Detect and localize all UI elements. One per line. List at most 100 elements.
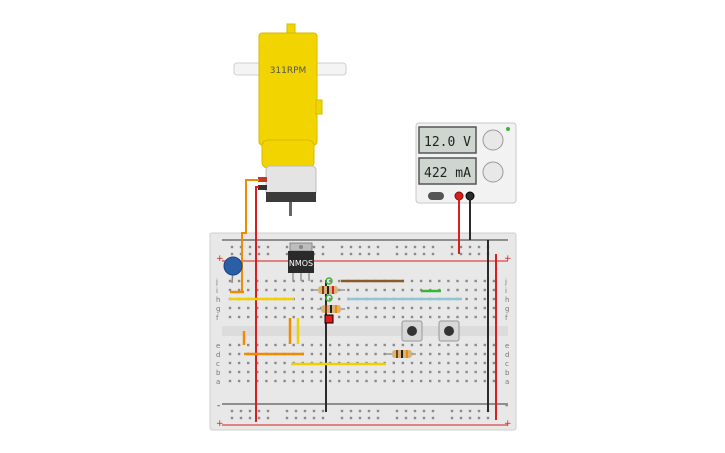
breadboard-hole[interactable] [247, 343, 250, 347]
resistor-3[interactable] [386, 350, 416, 358]
breadboard-hole[interactable] [419, 306, 423, 310]
breadboard-hole[interactable] [301, 279, 304, 283]
breadboard-hole[interactable] [248, 416, 252, 420]
breadboard-hole[interactable] [447, 343, 450, 347]
breadboard-hole[interactable] [483, 361, 486, 365]
breadboard-hole[interactable] [292, 315, 295, 319]
breadboard-hole[interactable] [365, 288, 368, 292]
breadboard-hole[interactable] [483, 352, 486, 356]
breadboard-hole[interactable] [422, 416, 426, 420]
breadboard-hole[interactable] [456, 279, 459, 283]
breadboard-hole[interactable] [338, 352, 341, 356]
breadboard-hole[interactable] [247, 379, 250, 383]
breadboard-hole[interactable] [395, 409, 399, 413]
breadboard-hole[interactable] [483, 370, 486, 374]
breadboard-hole[interactable] [410, 379, 414, 383]
breadboard-hole[interactable] [374, 379, 377, 383]
breadboard-hole[interactable] [237, 379, 241, 383]
breadboard-hole[interactable] [310, 370, 314, 374]
breadboard-hole[interactable] [374, 370, 377, 374]
breadboard-hole[interactable] [465, 288, 468, 292]
breadboard-hole[interactable] [410, 361, 414, 365]
breadboard-hole[interactable] [321, 245, 325, 249]
breadboard-hole[interactable] [248, 245, 252, 249]
breadboard-hole[interactable] [492, 343, 496, 347]
breadboard-hole[interactable] [374, 288, 377, 292]
breadboard-hole[interactable] [447, 306, 450, 310]
breadboard-hole[interactable] [465, 315, 468, 319]
breadboard-hole[interactable] [283, 370, 286, 374]
breadboard-hole[interactable] [483, 315, 486, 319]
breadboard-hole[interactable] [477, 245, 481, 249]
breadboard-hole[interactable] [413, 252, 417, 256]
breadboard-hole[interactable] [492, 279, 496, 283]
breadboard-hole[interactable] [283, 306, 286, 310]
breadboard-hole[interactable] [492, 306, 496, 310]
breadboard-hole[interactable] [310, 279, 314, 283]
breadboard-hole[interactable] [338, 279, 341, 283]
breadboard-hole[interactable] [410, 279, 414, 283]
breadboard-hole[interactable] [347, 379, 350, 383]
breadboard-hole[interactable] [265, 306, 268, 310]
breadboard-hole[interactable] [447, 361, 450, 365]
breadboard-hole[interactable] [228, 352, 232, 356]
breadboard-hole[interactable] [237, 352, 241, 356]
breadboard-hole[interactable] [447, 352, 450, 356]
breadboard-hole[interactable] [257, 245, 261, 249]
breadboard-hole[interactable] [257, 409, 261, 413]
breadboard-hole[interactable] [438, 352, 441, 356]
breadboard-hole[interactable] [358, 416, 362, 420]
breadboard-hole[interactable] [383, 315, 386, 319]
breadboard-hole[interactable] [265, 370, 268, 374]
pushbutton-1[interactable] [401, 320, 423, 342]
breadboard-hole[interactable] [247, 306, 250, 310]
power-switch[interactable] [428, 192, 444, 200]
breadboard-hole[interactable] [248, 252, 252, 256]
breadboard-hole[interactable] [358, 409, 362, 413]
breadboard-hole[interactable] [465, 279, 468, 283]
capacitor[interactable] [223, 256, 243, 284]
breadboard-hole[interactable] [292, 370, 295, 374]
breadboard-hole[interactable] [474, 288, 477, 292]
breadboard-hole[interactable] [356, 352, 359, 356]
breadboard-hole[interactable] [292, 288, 295, 292]
breadboard-hole[interactable] [265, 361, 268, 365]
breadboard-hole[interactable] [419, 361, 423, 365]
breadboard-hole[interactable] [256, 279, 259, 283]
breadboard-hole[interactable] [474, 352, 477, 356]
breadboard-hole[interactable] [228, 279, 232, 283]
breadboard-hole[interactable] [492, 288, 496, 292]
breadboard-hole[interactable] [292, 343, 295, 347]
breadboard-hole[interactable] [310, 315, 314, 319]
breadboard-hole[interactable] [465, 361, 468, 365]
breadboard-hole[interactable] [237, 288, 241, 292]
breadboard-hole[interactable] [365, 370, 368, 374]
breadboard-hole[interactable] [230, 252, 234, 256]
breadboard-hole[interactable] [468, 252, 472, 256]
breadboard-hole[interactable] [450, 245, 454, 249]
breadboard-hole[interactable] [228, 306, 232, 310]
breadboard-hole[interactable] [468, 416, 472, 420]
breadboard-hole[interactable] [294, 416, 298, 420]
breadboard-hole[interactable] [230, 245, 234, 249]
breadboard-hole[interactable] [419, 315, 423, 319]
breadboard-hole[interactable] [492, 370, 496, 374]
breadboard-hole[interactable] [257, 252, 261, 256]
wire-red-motor[interactable] [255, 186, 259, 422]
breadboard-hole[interactable] [447, 379, 450, 383]
breadboard-hole[interactable] [492, 352, 496, 356]
breadboard-hole[interactable] [486, 416, 490, 420]
breadboard-hole[interactable] [477, 409, 481, 413]
breadboard-hole[interactable] [419, 279, 423, 283]
breadboard-hole[interactable] [292, 379, 295, 383]
breadboard-hole[interactable] [376, 416, 380, 420]
breadboard-hole[interactable] [319, 352, 323, 356]
breadboard-hole[interactable] [383, 379, 386, 383]
breadboard-hole[interactable] [456, 361, 459, 365]
breadboard-hole[interactable] [347, 343, 350, 347]
breadboard-hole[interactable] [474, 379, 477, 383]
breadboard-hole[interactable] [483, 288, 486, 292]
breadboard-hole[interactable] [265, 288, 268, 292]
nmos-transistor[interactable]: NMOS [288, 242, 314, 281]
breadboard-hole[interactable] [274, 288, 277, 292]
